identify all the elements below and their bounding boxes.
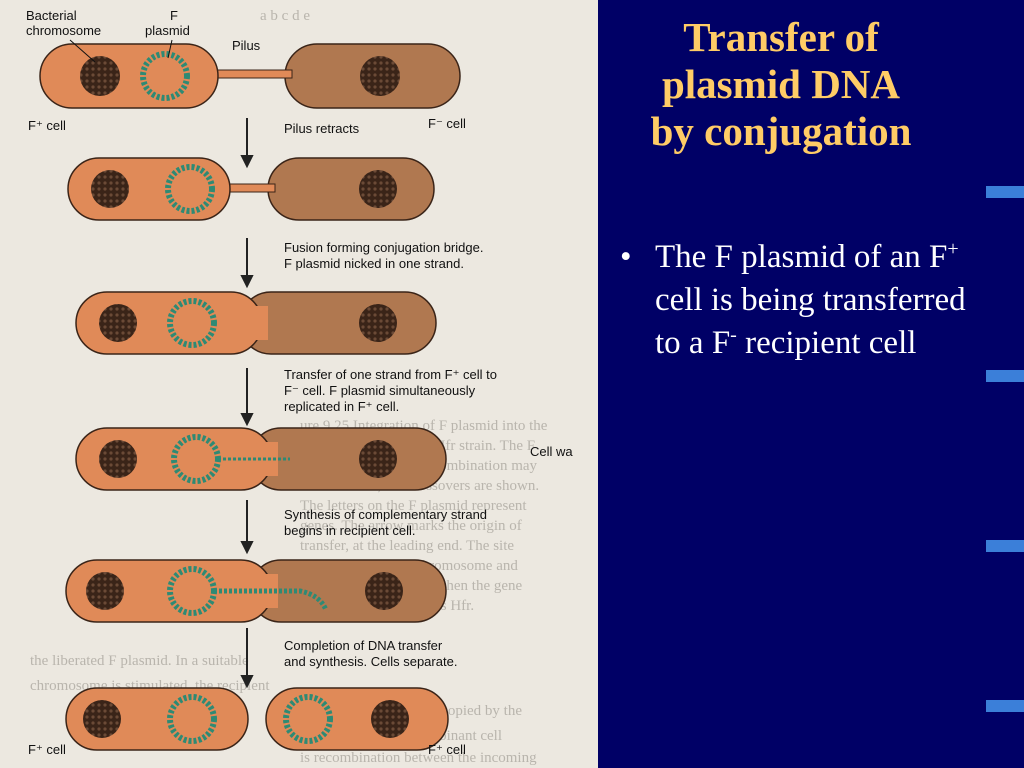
svg-text:is recombination between the i: is recombination between the incoming — [300, 750, 537, 766]
accent-bar-4 — [986, 700, 1024, 712]
slide-title-line-3: by conjugation — [650, 108, 912, 154]
accent-bar-3 — [986, 540, 1024, 552]
slide-title-line-1: Transfer of — [683, 14, 879, 60]
bullet-sup-plus: + — [947, 238, 959, 260]
label-bacterial-chromosome-2: chromosome — [26, 23, 101, 38]
svg-text:genes. The arrow marks the ori: genes. The arrow marks the origin of — [300, 518, 522, 534]
accent-bar-2 — [986, 370, 1024, 382]
conjugation-figure: a b c d e ure 9.25 Integration of F plas… — [0, 0, 598, 768]
step-5-caption-line-2: and synthesis. Cells separate. — [284, 654, 457, 669]
svg-text:the liberated F plasmid. In a: the liberated F plasmid. In a suitable — [30, 653, 249, 669]
stage-1-pilus — [39, 39, 461, 109]
stage-5-synthesis — [65, 559, 447, 623]
label-pilus: Pilus — [232, 38, 261, 53]
label-f-plasmid-2: plasmid — [145, 23, 190, 38]
bullet-item: • The F plasmid of an F+ cell is being tr… — [620, 236, 980, 365]
svg-text:a b c d e: a b c d e — [260, 8, 310, 24]
stage-2-pilus-retracts — [67, 157, 435, 221]
svg-text:The letters on the F plasmid r: The letters on the F plasmid represent — [300, 498, 527, 514]
conjugation-diagram: a b c d e ure 9.25 Integration of F plas… — [26, 8, 573, 766]
stage-3-fusion — [75, 291, 437, 355]
accent-bar-1 — [986, 186, 1024, 198]
step-2-caption-line-1: Fusion forming conjugation bridge. — [284, 240, 483, 255]
slide-title: Transfer of plasmid DNA by conjugation — [606, 14, 956, 155]
step-3-caption-line-2: F⁻ cell. F plasmid simultaneously — [284, 383, 476, 398]
label-f-plus-cell-bottom: F⁺ cell — [28, 742, 66, 757]
stage-4-strand-transfer — [75, 427, 447, 491]
step-5-caption-line-1: Completion of DNA transfer — [284, 638, 443, 653]
bullet-text-2: cell is being transferred to a F — [655, 282, 966, 361]
label-f-plus-cell-bottom-right: F⁺ cell — [428, 742, 466, 757]
bullet-sup-minus: - — [730, 324, 737, 346]
bullet-marker: • — [620, 239, 632, 275]
step-3-caption-line-1: Transfer of one strand from F⁺ cell to — [284, 367, 497, 382]
step-4-caption-line-1: Synthesis of complementary strand — [284, 507, 487, 522]
label-f-minus-cell-top: F⁻ cell — [428, 116, 466, 131]
bullet-text-1: The F plasmid of an F — [655, 239, 948, 275]
label-cell-wall: Cell wa — [530, 444, 573, 459]
label-f-plus-cell-top: F⁺ cell — [28, 118, 66, 133]
stage-6-separated — [65, 687, 449, 751]
bullet-text-3: recipient cell — [736, 325, 917, 361]
svg-text:transfer, at the leading end.: transfer, at the leading end. The site — [300, 538, 514, 554]
bullet-list: • The F plasmid of an F+ cell is being tr… — [620, 236, 980, 365]
label-f-plasmid-1: F — [170, 8, 178, 23]
step-1-caption: Pilus retracts — [284, 121, 360, 136]
step-3-caption-line-3: replicated in F⁺ cell. — [284, 399, 399, 414]
label-bacterial-chromosome-1: Bacterial — [26, 8, 77, 23]
process-arrows — [240, 118, 254, 689]
step-2-caption-line-2: F plasmid nicked in one strand. — [284, 256, 464, 271]
step-4-caption-line-2: begins in recipient cell. — [284, 523, 416, 538]
slide-title-line-2: plasmid DNA — [661, 61, 901, 107]
